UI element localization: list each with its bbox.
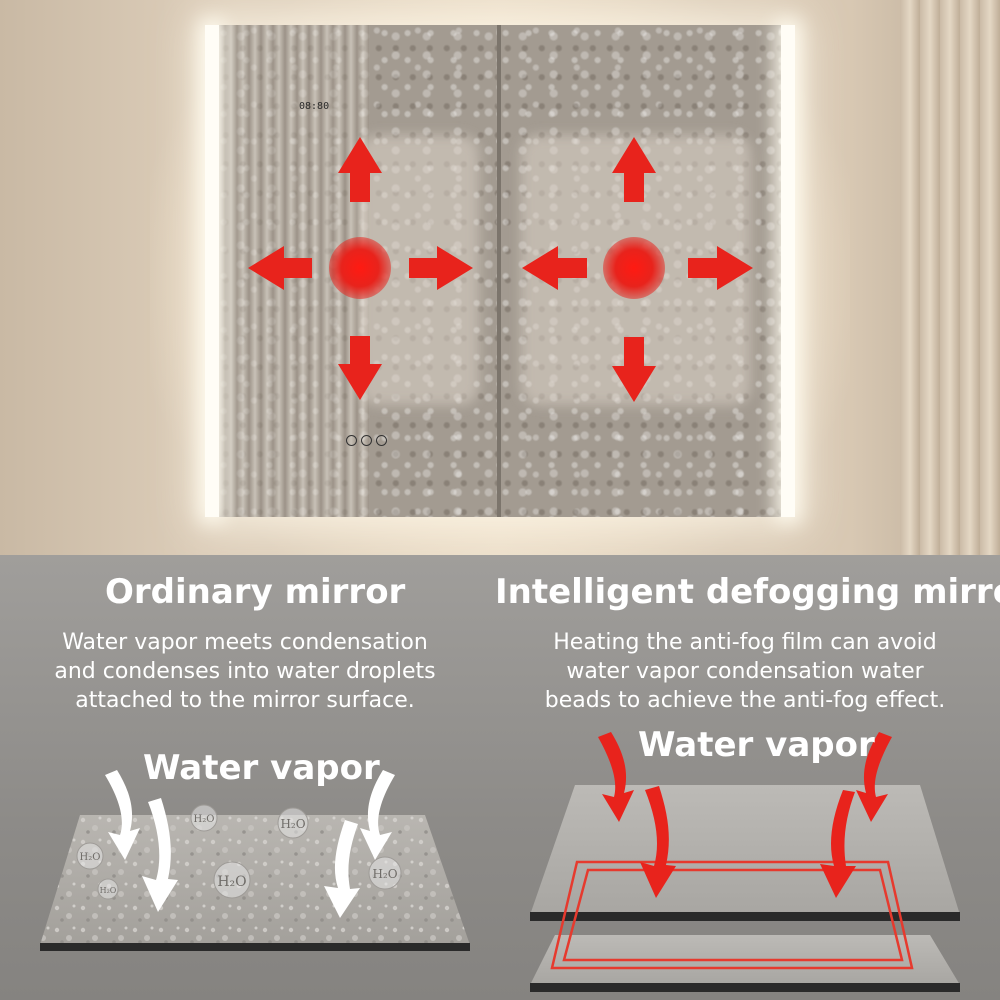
vapor-arrows-white [105, 770, 395, 918]
water-droplet-icon [277, 807, 309, 839]
defogging-vapor-label: Water vapor [638, 725, 875, 765]
arrow-icon [640, 786, 676, 898]
heating-film-icon [550, 860, 914, 970]
power-touch-icon [346, 435, 357, 446]
droplet-label: H₂O [80, 852, 101, 863]
heat-source-icon [329, 237, 391, 299]
arrow-icon [612, 137, 656, 202]
light-touch-icon [361, 435, 372, 446]
arrow-icon [612, 337, 656, 402]
description-line: water vapor condensation water [566, 659, 924, 684]
water-droplet-icon [368, 856, 402, 890]
led-strip-right [781, 25, 795, 517]
heat-source-icon [603, 237, 665, 299]
arrow-icon [360, 770, 395, 860]
digital-clock: 08:80 [299, 101, 330, 112]
droplet-label: H₂O [372, 867, 397, 881]
droplet-label: H₂O [194, 814, 215, 825]
description-line: beads to achieve the anti-fog effect. [544, 688, 946, 713]
defog-touch-icon [376, 435, 387, 446]
condensation-texture [40, 815, 470, 945]
description-line: Water vapor meets condensation [62, 630, 428, 655]
arrow-icon [248, 246, 312, 290]
water-droplets [76, 804, 402, 900]
heat-source-right [522, 137, 753, 402]
water-droplet-icon [213, 861, 251, 899]
led-strip-left [205, 25, 219, 517]
defogging-mirror-title: Intelligent defogging mirror [495, 572, 1000, 612]
arrow-icon [338, 336, 382, 400]
ordinary-mirror-title: Ordinary mirror [105, 572, 406, 612]
description-line: Heating the anti-fog film can avoid [553, 630, 937, 655]
arrow-icon [324, 820, 360, 918]
heat-source-left [248, 137, 473, 400]
description-line: and condenses into water droplets [54, 659, 436, 684]
touch-buttons [346, 435, 387, 446]
defogging-mirror-diagram [530, 732, 960, 992]
film-edge [530, 983, 960, 992]
curtain [900, 0, 1000, 555]
vapor-arrows-red [598, 732, 892, 898]
arrow-icon [820, 790, 856, 898]
arrow-icon [522, 246, 587, 290]
mirror-seam [497, 25, 501, 517]
ordinary-mirror-description: Water vapor meets condensation and conde… [30, 628, 460, 715]
defogging-mirror-description: Heating the anti-fog film can avoid wate… [520, 628, 970, 715]
droplet-label: H₂O [280, 817, 305, 831]
mirror-photo: 08:80 [0, 0, 1000, 555]
arrow-icon [338, 137, 382, 202]
droplet-label: H₂O [217, 874, 246, 890]
mirror-glass-slab [530, 785, 960, 915]
arrow-icon [856, 732, 892, 822]
arrow-icon [105, 770, 140, 860]
ordinary-mirror-diagram: H₂O H₂O H₂O H₂O H₂O H₂O [40, 770, 470, 951]
mirror-edge [40, 943, 470, 951]
mirror-edge [530, 912, 960, 921]
water-droplet-icon [97, 878, 119, 900]
arrow-icon [688, 246, 753, 290]
arrow-icon [142, 798, 178, 912]
heat-spread-arrows [248, 137, 753, 402]
arrow-icon [409, 246, 473, 290]
droplet-label: H₂O [100, 886, 117, 895]
ordinary-vapor-label: Water vapor [143, 748, 380, 788]
water-droplet-icon [76, 842, 104, 870]
description-line: attached to the mirror surface. [75, 688, 415, 713]
arrow-icon [598, 732, 634, 822]
water-droplet-icon [190, 804, 218, 832]
